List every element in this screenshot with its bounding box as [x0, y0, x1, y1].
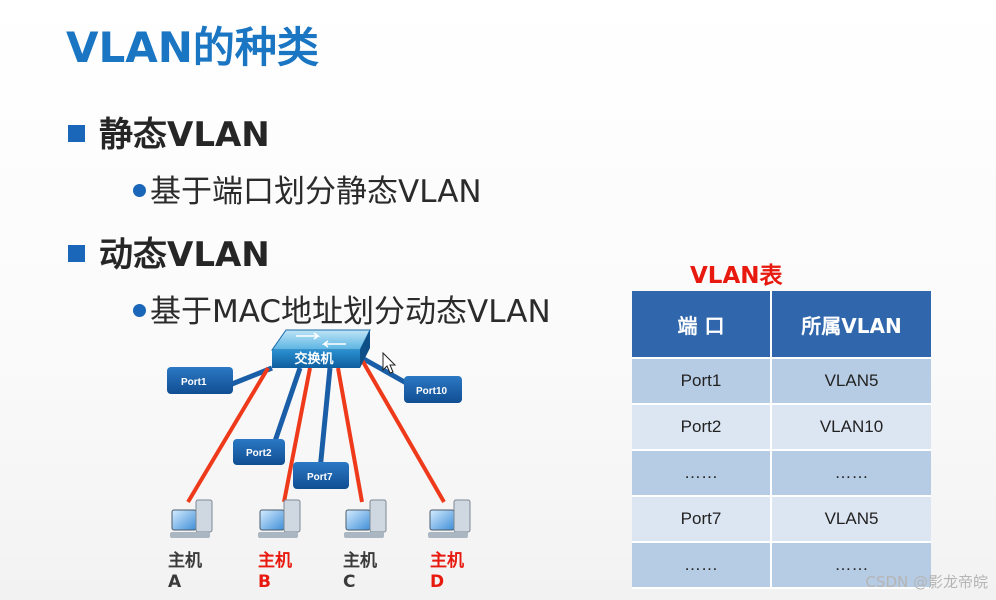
heading-static-vlan: 静态VLAN — [99, 115, 270, 155]
sub-bullet-static: 基于端口划分静态VLAN — [133, 166, 482, 211]
host-name: 主机 — [168, 550, 202, 571]
cell-vlan: VLAN10 — [771, 404, 931, 451]
table-row: …… …… — [632, 542, 931, 589]
table-row: Port1 VLAN5 — [632, 358, 931, 405]
host-letter: C — [343, 572, 355, 592]
table-row: …… …… — [632, 450, 931, 497]
table-row: Port2 VLAN10 — [632, 404, 931, 451]
cell-port: …… — [632, 542, 772, 589]
port-tag-10 — [404, 376, 462, 403]
cell-port: …… — [632, 450, 772, 497]
sub-bullet-dynamic: 基于MAC地址划分动态VLAN — [133, 286, 551, 331]
port-tag-label: Port7 — [307, 472, 333, 483]
slide-title: VLAN的种类 — [66, 23, 319, 72]
bullet-static-vlan: 静态VLAN — [68, 107, 270, 156]
vlan-table-header-row: 端 口 所属VLAN — [632, 291, 931, 359]
port-tag-1 — [167, 367, 233, 394]
vlan-table: 端 口 所属VLAN Port1 VLAN5 Port2 VLAN10 …… …… — [632, 291, 931, 589]
computer-icon — [344, 499, 387, 538]
sub-dynamic-vlan: 基于MAC地址划分动态VLAN — [150, 294, 551, 330]
cell-vlan: …… — [771, 450, 931, 497]
host-name: 主机 — [343, 550, 377, 571]
cursor-icon — [382, 351, 397, 374]
column-header-port: 端 口 — [632, 291, 772, 359]
cell-vlan: VLAN5 — [771, 358, 931, 405]
sub-static-vlan: 基于端口划分静态VLAN — [150, 174, 482, 210]
switch-label: 交换机 — [294, 351, 333, 367]
dot-bullet-icon — [133, 304, 146, 317]
host-links — [186, 358, 446, 504]
computer-icon — [258, 499, 301, 538]
dot-bullet-icon — [133, 184, 146, 197]
port-tag-label: Port10 — [416, 386, 448, 397]
heading-dynamic-vlan: 动态VLAN — [99, 235, 270, 275]
switch-icon — [271, 329, 371, 368]
computer-icon — [170, 499, 213, 538]
square-bullet-icon — [68, 125, 85, 142]
cell-vlan: VLAN5 — [771, 496, 931, 543]
port-tag-label: Port2 — [246, 448, 272, 459]
square-bullet-icon — [68, 245, 85, 262]
host-letter: D — [430, 572, 444, 592]
table-row: Port7 VLAN5 — [632, 496, 931, 543]
host-name: 主机 — [258, 550, 292, 571]
cell-vlan: …… — [771, 542, 931, 589]
computer-icon — [428, 499, 471, 538]
vlan-table-title: VLAN表 — [690, 263, 783, 289]
cell-port: Port1 — [632, 358, 772, 405]
host-name: 主机 — [430, 550, 464, 571]
port-tag-7 — [293, 462, 349, 489]
host-letter: B — [258, 572, 271, 592]
watermark: CSDN @影龙帝皖 — [865, 573, 988, 591]
bullet-dynamic-vlan: 动态VLAN — [68, 227, 270, 276]
column-header-vlan: 所属VLAN — [771, 291, 931, 359]
host-letter: A — [168, 572, 182, 592]
port-tag-2 — [233, 439, 285, 465]
cell-port: Port7 — [632, 496, 772, 543]
cell-port: Port2 — [632, 404, 772, 451]
port-tag-label: Port1 — [181, 377, 207, 388]
